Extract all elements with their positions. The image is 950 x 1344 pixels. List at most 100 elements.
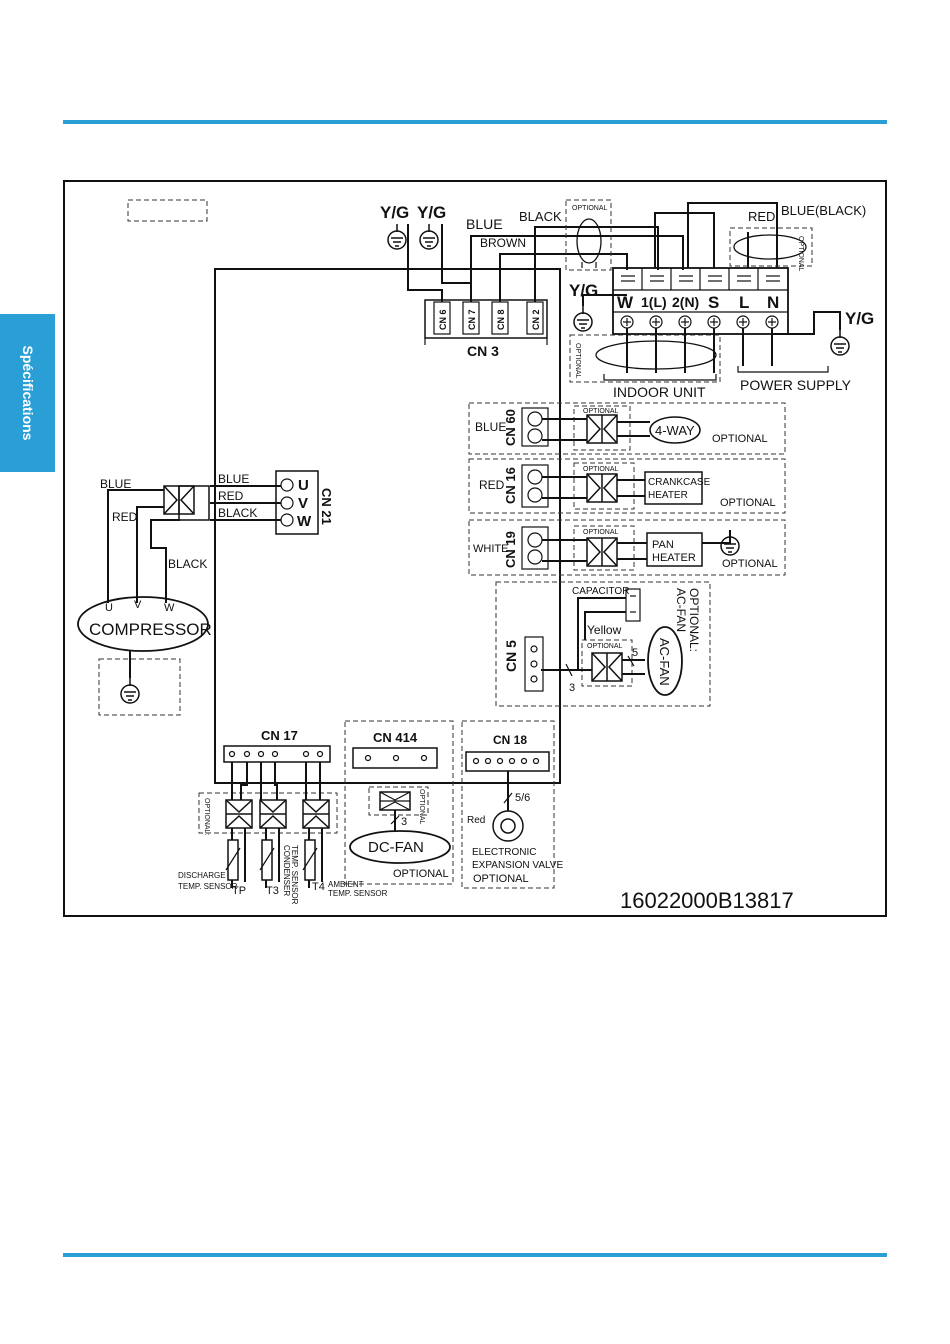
top-rule: [63, 120, 887, 124]
optional-tag: OPTIONAL: [583, 408, 619, 415]
cn60-label: CN 60: [503, 409, 518, 446]
relay-icon: [586, 537, 618, 567]
cn21-pin-u: U: [298, 477, 309, 494]
cn19-relay-box: [573, 525, 635, 571]
cn16-label: CN 16: [503, 467, 518, 504]
ac-fan-label: AC-FAN: [657, 638, 672, 686]
screw-icon: [649, 315, 663, 329]
optional-filter-box: [569, 334, 721, 383]
dc-fan-label: DC-FAN: [368, 839, 424, 856]
compressor-wire-red: RED: [112, 510, 138, 524]
bottom-rule: [63, 1253, 887, 1257]
optional-label: OPTIONAL: [473, 873, 529, 885]
ground-icon: [120, 677, 140, 704]
cn5-label: CN 5: [503, 640, 519, 672]
optional-tag: OPTIONAL: [418, 789, 425, 825]
cn60-wire-label: BLUE: [475, 420, 506, 434]
optional-filter-box: [729, 227, 813, 267]
terminal-n: N: [767, 293, 779, 312]
optional-tag: OPTIONAL: [574, 343, 581, 379]
pan-heater-label-2: HEATER: [652, 552, 696, 564]
dc-fan: [349, 830, 451, 864]
cn16-optional-box: [468, 458, 786, 514]
yellow-wire-label: Yellow: [587, 623, 622, 637]
relay-icon: [586, 473, 618, 503]
optional-tag: OPTIONAL: [587, 643, 623, 650]
ground-icon: [573, 305, 593, 332]
cn18-wire-count: 5/6: [515, 792, 530, 804]
terminal-1l: 1(L): [641, 294, 667, 310]
cn60-optional-box: [468, 402, 786, 455]
cn414-connector: [352, 747, 438, 769]
cn21-pin-v: V: [298, 495, 308, 512]
compressor-terminal-u: U: [105, 602, 113, 614]
cn3-pin-cn2: CN 2: [531, 309, 541, 330]
four-way-label: 4-WAY: [655, 423, 695, 438]
cn19-wire-label: WHITE: [473, 543, 508, 555]
ambient-sensor-label-2: TEMP. SENSOR: [328, 889, 388, 898]
cn414-label: CN 414: [373, 730, 418, 745]
terminal-2n: 2(N): [672, 294, 699, 310]
pan-heater-label-1: PAN: [652, 539, 674, 551]
diagram-frame: [63, 180, 887, 917]
terminal-s: S: [708, 293, 719, 312]
cn21-wire-red: RED: [218, 489, 244, 503]
cn21-pin-w: W: [297, 513, 312, 530]
compressor-terminal-w: W: [164, 602, 175, 614]
optional-tag: OPTIONAL:: [203, 798, 210, 835]
section-tab[interactable]: Spécifications: [0, 314, 55, 472]
optional-tag: OPTIONAL: [572, 205, 608, 212]
cn3-connector: [424, 299, 548, 339]
compressor-ground-box: [98, 658, 181, 716]
cn17-label: CN 17: [261, 728, 298, 743]
optional-tag: OPTIONAL: [583, 466, 619, 473]
relay-icon: [586, 414, 618, 444]
ground-icon: [387, 223, 407, 250]
cn21-wire-blue: BLUE: [218, 472, 249, 486]
cn17-connector: [223, 745, 331, 763]
optional-label: OPTIONAL: [393, 868, 449, 880]
compressor: [77, 596, 209, 652]
optional-tag: OPTIONAL: [583, 529, 619, 536]
cn16-wire-label: RED: [479, 478, 505, 492]
screw-icon: [678, 315, 692, 329]
screw-icon: [736, 315, 750, 329]
crankcase-heater: [644, 471, 703, 505]
cn19-optional-box: [468, 519, 786, 576]
cn3-pin-cn7: CN 7: [467, 309, 477, 330]
optional-tag: OPTIONAL: [797, 236, 804, 272]
crankcase-heater-label-1: CRANKCASE: [648, 477, 711, 488]
ac-fan-optional-title: OPTIONAL:: [687, 588, 701, 652]
wire-label-black: BLACK: [519, 209, 562, 224]
cn414-relay-box: [368, 786, 429, 816]
cn16-relay-box: [573, 462, 635, 510]
wire-label-blue-black: BLUE(BLACK): [781, 203, 866, 218]
dc-fan-wire-count: 3: [401, 816, 407, 828]
placeholder-box: [127, 199, 208, 222]
sensor-connector-icon: [259, 799, 287, 829]
cn60-relay-box: [573, 405, 631, 451]
earth-label-4: Y/G: [845, 309, 874, 328]
power-supply-label: POWER SUPPLY: [740, 377, 852, 393]
cn17-optional-box: [198, 792, 338, 834]
screw-icon: [620, 315, 634, 329]
eev-label-2: EXPANSION VALVE: [472, 860, 563, 871]
cn3-label: CN 3: [467, 343, 499, 359]
sensor-t4-label: T4: [312, 881, 325, 893]
sensor-tp-label: TP: [232, 885, 246, 897]
optional-label: OPTIONAL: [722, 558, 778, 570]
part-number: 16022000B13817: [620, 888, 794, 913]
cn5-optional-box: [495, 581, 711, 707]
reactor-icon-2: [178, 485, 210, 521]
screw-icon: [765, 315, 779, 329]
wire-label-blue: BLUE: [466, 216, 503, 232]
earth-label-1: Y/G: [380, 203, 409, 222]
cn3-pin-cn6: CN 6: [438, 309, 448, 330]
ac-fan-optional-title-2: AC-FAN: [674, 588, 688, 632]
main-control-board: [214, 268, 561, 784]
wire-label-red: RED: [748, 209, 775, 224]
indoor-unit-label: INDOOR UNIT: [613, 384, 706, 400]
capacitor-label: CAPACITOR: [572, 586, 629, 597]
optional-label: OPTIONAL: [720, 497, 776, 509]
